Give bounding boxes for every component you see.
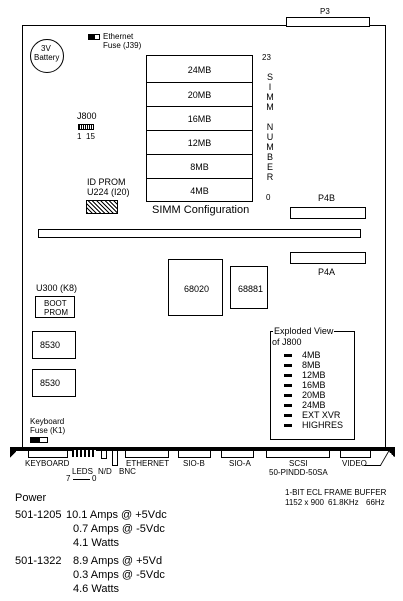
exploded-item: 12MB xyxy=(284,370,343,380)
boot-prom-label-1: BOOT xyxy=(44,299,67,308)
sio-a-connector xyxy=(221,450,254,458)
j800-pin-left: 1 xyxy=(77,132,82,141)
frame-buffer-title: 1-BIT ECL FRAME BUFFER xyxy=(285,488,387,497)
sio-a-label: SIO-A xyxy=(229,459,251,468)
simm-top-number: 23 xyxy=(262,53,271,62)
nd-label: N/D xyxy=(98,467,112,476)
p4a-label: P4A xyxy=(318,267,336,277)
frame-buffer-resolution: 1152 x 900 xyxy=(285,498,324,507)
frame-buffer-vfreq: 66Hz xyxy=(366,498,385,507)
simm-row: 24MB xyxy=(187,65,212,75)
leds-range-end: 0 xyxy=(92,474,97,483)
simm-row: 8MB xyxy=(147,154,252,179)
battery-label-1: 3V xyxy=(41,44,51,53)
id-prom-label-1: ID PROM xyxy=(87,177,126,187)
scsi-label: SCSI xyxy=(289,459,308,468)
j800-label: J800 xyxy=(77,111,97,121)
scc-8530-chip-a xyxy=(32,331,76,359)
ethernet-fuse-label-2: Fuse (J39) xyxy=(103,41,142,50)
back-panel-rail xyxy=(10,447,395,451)
simm-row: 12MB xyxy=(147,130,252,155)
video-connector xyxy=(340,450,371,458)
keyboard-connector-label: KEYBOARD xyxy=(25,459,70,468)
p4a-connector xyxy=(290,252,366,264)
nd-switch xyxy=(101,450,107,459)
sio-b-label: SIO-B xyxy=(183,459,205,468)
battery xyxy=(30,39,64,73)
boot-prom-chip xyxy=(35,296,75,318)
cpu-68020-label: 68020 xyxy=(184,284,210,294)
u300-label: U300 (K8) xyxy=(36,283,78,293)
simm-row: 16MB xyxy=(147,106,252,131)
ethernet-fuse-label-1: Ethernet xyxy=(103,32,134,41)
exploded-item: 4MB xyxy=(284,350,343,360)
simm-row: 4MB xyxy=(147,178,252,203)
power-line: 0.3 Amps @ -5Vdc xyxy=(73,569,165,581)
power-part-number: 501-1322 xyxy=(15,555,62,567)
ethernet-fuse xyxy=(88,34,100,40)
exploded-item: 16MB xyxy=(284,380,343,390)
power-line: 0.7 Amps @ -5Vdc xyxy=(73,523,165,535)
scc-8530-chip-b xyxy=(32,369,76,397)
bnc-label: BNC xyxy=(119,467,136,476)
p3-connector xyxy=(286,17,370,27)
cpu-68020-chip xyxy=(168,259,223,316)
exploded-view-title-1: Exploded View xyxy=(273,326,335,336)
scsi-connector xyxy=(266,450,330,458)
exploded-view-list: 4MB 8MB 12MB 16MB 20MB 24MB EXT XVR HIGH… xyxy=(284,350,343,430)
frame-buffer-hfreq: 61.8KHz xyxy=(328,498,359,507)
ethernet-connector xyxy=(125,450,169,458)
simm-number-vertical: S I M M N U M B E R xyxy=(266,72,274,182)
keyboard-connector xyxy=(28,450,68,458)
id-prom-chip xyxy=(86,200,118,214)
j800-jumper xyxy=(78,124,94,130)
battery-label-2: Battery xyxy=(34,53,60,62)
video-label: VIDEO xyxy=(342,459,367,468)
bus-connector xyxy=(38,229,361,238)
back-panel-bevel-right xyxy=(389,451,395,458)
exploded-item: 24MB xyxy=(284,400,343,410)
keyboard-fuse-label-1: Keyboard xyxy=(30,417,65,426)
j800-pin-right: 15 xyxy=(86,132,95,141)
power-line: 8.9 Amps @ +5Vd xyxy=(73,555,163,567)
leds-range-start: 7 xyxy=(66,474,71,483)
fpu-68881-chip xyxy=(230,266,268,309)
exploded-item: 8MB xyxy=(284,360,343,370)
leds-range-line xyxy=(73,479,90,480)
simm-configuration-caption: SIMM Configuration xyxy=(152,204,250,216)
ethernet-connector-label: ETHERNET xyxy=(126,459,170,468)
p3-label: P3 xyxy=(320,7,330,16)
bnc-connector xyxy=(112,450,118,466)
power-line: 4.1 Watts xyxy=(73,537,120,549)
leds-label: LEDS xyxy=(72,467,93,476)
p4b-label: P4B xyxy=(318,193,336,203)
exploded-item: HIGHRES xyxy=(284,420,343,430)
simm-block: 24MB 20MB 16MB 12MB 8MB 4MB xyxy=(146,55,253,202)
fpu-68881-label: 68881 xyxy=(238,284,264,294)
sio-b-connector xyxy=(178,450,211,458)
scc-8530-label-b: 8530 xyxy=(40,378,61,388)
power-line: 4.6 Watts xyxy=(73,583,120,595)
p4b-connector xyxy=(290,207,366,219)
scc-8530-label-a: 8530 xyxy=(40,340,61,350)
power-title: Power xyxy=(15,492,47,504)
simm-row: 20MB xyxy=(147,82,252,107)
exploded-item: EXT XVR xyxy=(284,410,343,420)
scsi-pins-label: 50-PINDD-50SA xyxy=(269,468,328,477)
boot-prom-label-2: PROM xyxy=(44,308,68,317)
exploded-view-title-2: of J800 xyxy=(272,337,302,347)
power-part-number: 501-1205 xyxy=(15,509,62,521)
simm-bottom-number: 0 xyxy=(266,193,271,202)
keyboard-fuse xyxy=(30,437,48,443)
leds xyxy=(72,450,96,457)
power-line: 10.1 Amps @ +5Vdc xyxy=(66,509,167,521)
exploded-item: 20MB xyxy=(284,390,343,400)
back-panel-bevel-left xyxy=(10,451,16,458)
id-prom-label-2: U224 (I20) xyxy=(87,187,130,197)
keyboard-fuse-label-2: Fuse (K1) xyxy=(30,426,66,435)
